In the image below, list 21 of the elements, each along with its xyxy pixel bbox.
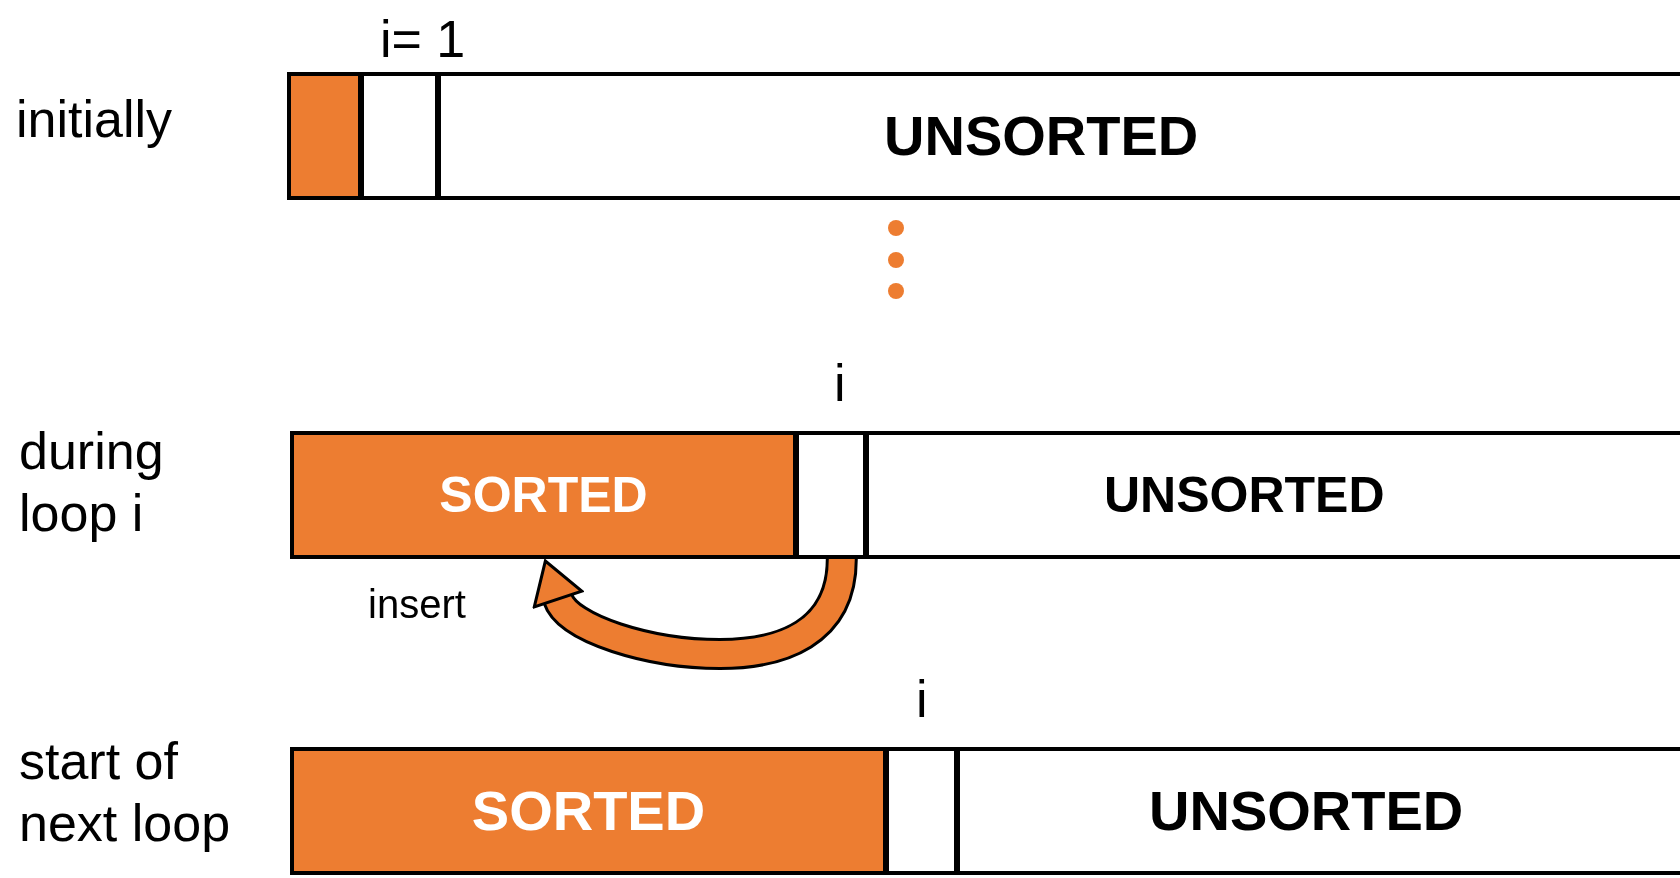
edge-label: insert [368,584,466,624]
row-label: during loop i [19,421,165,545]
segment-label: UNSORTED [1149,783,1464,839]
array-cell [360,72,439,200]
row-label: start of next loop [19,731,232,855]
row-label: initially [16,89,174,150]
sorted-segment [290,431,797,559]
segment-label: SORTED [439,470,648,520]
index-label: i= 1 [380,9,467,70]
segment-label: UNSORTED [1104,470,1385,520]
index-label: i [834,353,847,414]
sorted-segment [290,747,887,875]
unsorted-segment [865,431,1680,559]
index-label: i [916,669,929,730]
array-cell [885,747,958,875]
sorted-segment [287,72,362,200]
segment-label: SORTED [471,783,706,839]
segment-label: UNSORTED [884,108,1199,164]
array-cell [795,431,867,559]
unsorted-segment [956,747,1680,875]
unsorted-segment [437,72,1680,200]
